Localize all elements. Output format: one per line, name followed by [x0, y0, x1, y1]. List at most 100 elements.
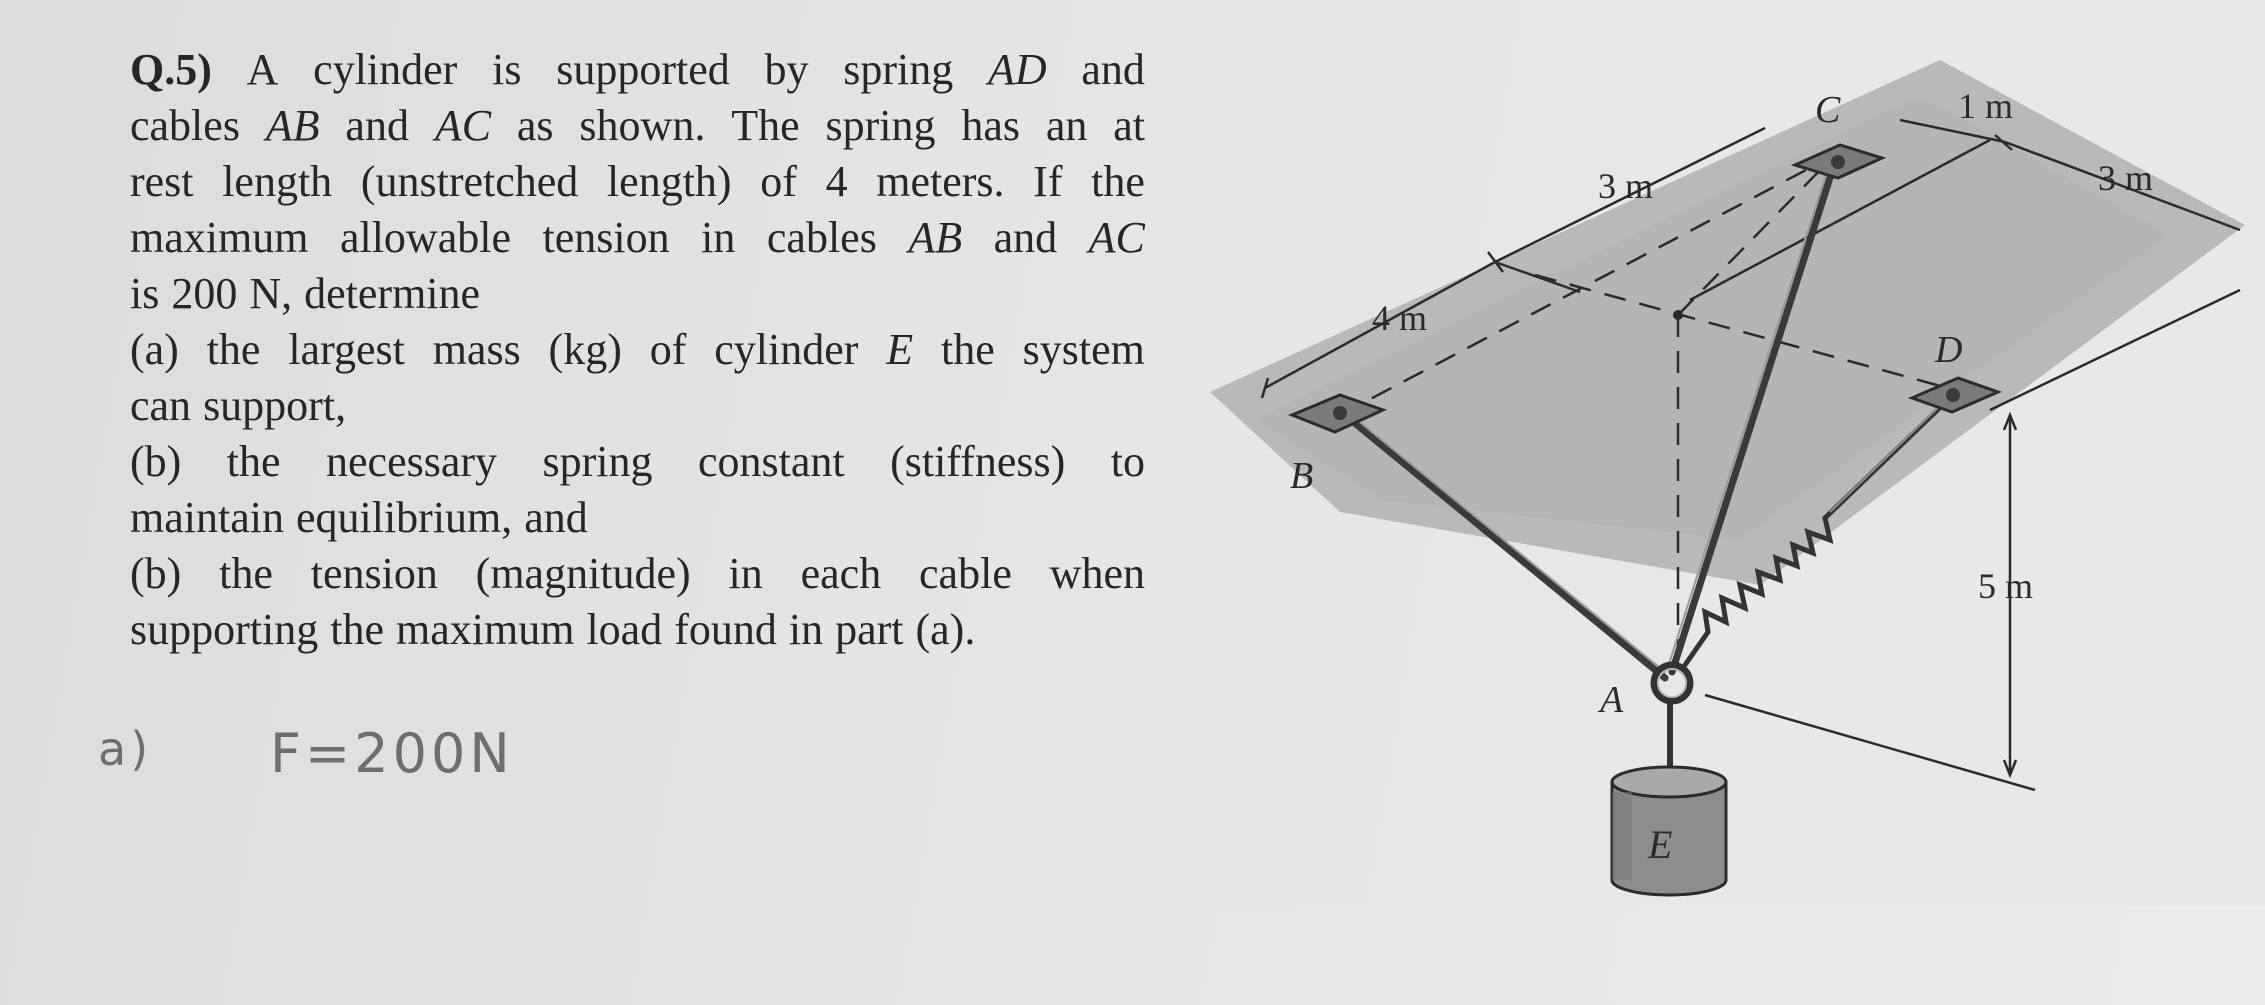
- question-word: mass: [432, 325, 521, 374]
- question-word: the: [1091, 157, 1145, 206]
- question-word: load: [586, 605, 663, 654]
- anchor-b: [1288, 393, 1388, 434]
- question-word: of: [649, 325, 687, 374]
- question-word: The: [731, 101, 800, 150]
- label-b: B: [1290, 455, 1313, 497]
- question-word: (kg): [548, 325, 622, 374]
- question-word: determine: [304, 269, 481, 318]
- dashed-lines: [1339, 158, 1956, 655]
- question-line: (b) the necessary spring constant (stiffness)…: [130, 434, 1145, 490]
- cables: [1341, 158, 1839, 682]
- question-word: cylinder: [313, 45, 458, 94]
- question-word: (a).: [915, 605, 976, 654]
- question-word: constant: [697, 437, 845, 486]
- cable-ac: [1668, 158, 1839, 676]
- question-word: rest: [130, 157, 194, 206]
- question-word: AB: [908, 213, 963, 262]
- question-word: cables: [766, 213, 877, 262]
- question-word: to: [1110, 437, 1145, 486]
- dimension-4m: 4 m: [1372, 298, 1427, 338]
- question-word: cable: [919, 549, 1012, 598]
- question-word: maximum: [130, 213, 309, 262]
- question-word: AC: [1088, 213, 1145, 262]
- question-word: maximum: [396, 605, 575, 654]
- question-word: the: [219, 549, 273, 598]
- question-word: the: [206, 325, 261, 374]
- question-word: shown.: [579, 101, 706, 150]
- label-a: A: [1597, 679, 1624, 721]
- question-word: cylinder: [714, 325, 859, 374]
- question-word: allowable: [339, 213, 511, 262]
- question-word: meters.: [876, 157, 1005, 206]
- question-word: supporting: [130, 605, 319, 654]
- question-word: AD: [987, 45, 1047, 94]
- dimension-3m-left: 3 m: [1598, 166, 1653, 206]
- question-word: each: [800, 549, 882, 598]
- question-word: of: [760, 157, 797, 206]
- question-word: an: [1045, 101, 1088, 150]
- anchor-d: [1907, 376, 2003, 414]
- label-e: E: [1647, 822, 1672, 867]
- question-word: N,: [249, 269, 293, 318]
- question-word: (b): [130, 437, 182, 486]
- question-word: found: [674, 605, 777, 654]
- dimension-lines: [1260, 118, 2241, 792]
- question-word: AC: [434, 101, 492, 150]
- question-word: at: [1113, 101, 1145, 150]
- question-word: part: [835, 605, 904, 654]
- question-word: maintain: [130, 493, 284, 542]
- question-word: in: [728, 549, 763, 598]
- label-d: D: [1934, 329, 1962, 371]
- anchor-c: [1790, 143, 1887, 180]
- question-word: the: [226, 437, 281, 486]
- question-word: AB: [265, 101, 320, 150]
- question-word: Q.5): [130, 45, 212, 94]
- question-word: tension: [542, 213, 670, 262]
- question-word: (b): [130, 549, 182, 598]
- question-word: and: [1081, 45, 1145, 94]
- question-word: (magnitude): [475, 549, 691, 598]
- question-word: the: [941, 325, 995, 374]
- question-word: the: [330, 605, 384, 654]
- question-word: length): [606, 157, 732, 206]
- question-line: rest length (unstretched length) of 4 meters. I…: [130, 154, 1145, 210]
- question-word: support,: [203, 381, 347, 430]
- dimension-5m: 5 m: [1978, 566, 2033, 606]
- question-word: as: [516, 101, 554, 150]
- question-word: in: [788, 605, 824, 654]
- cable-ab: [1341, 411, 1669, 682]
- question-word: can: [130, 381, 192, 430]
- question-word: (unstretched: [360, 157, 579, 206]
- label-c: C: [1815, 89, 1841, 131]
- question-word: by: [764, 45, 809, 94]
- question-word: If: [1033, 157, 1063, 206]
- question-word: 200: [171, 269, 238, 318]
- question-word: equilibrium,: [295, 493, 513, 542]
- question-word: and: [993, 213, 1058, 262]
- question-word: spring: [542, 437, 653, 486]
- cylinder-e: [1610, 765, 1728, 897]
- question-word: is: [130, 269, 160, 318]
- question-word: A: [246, 45, 279, 94]
- question-word: has: [961, 101, 1020, 150]
- question-word: largest: [288, 325, 405, 374]
- question-word: length: [222, 157, 333, 206]
- question-word: system: [1022, 325, 1145, 374]
- question-word: when: [1049, 549, 1145, 598]
- question-word: (stiffness): [890, 437, 1066, 486]
- question-word: and: [345, 101, 409, 150]
- question-word: 4: [825, 157, 848, 206]
- question-word: necessary: [326, 437, 498, 486]
- question-word: tension: [310, 549, 438, 598]
